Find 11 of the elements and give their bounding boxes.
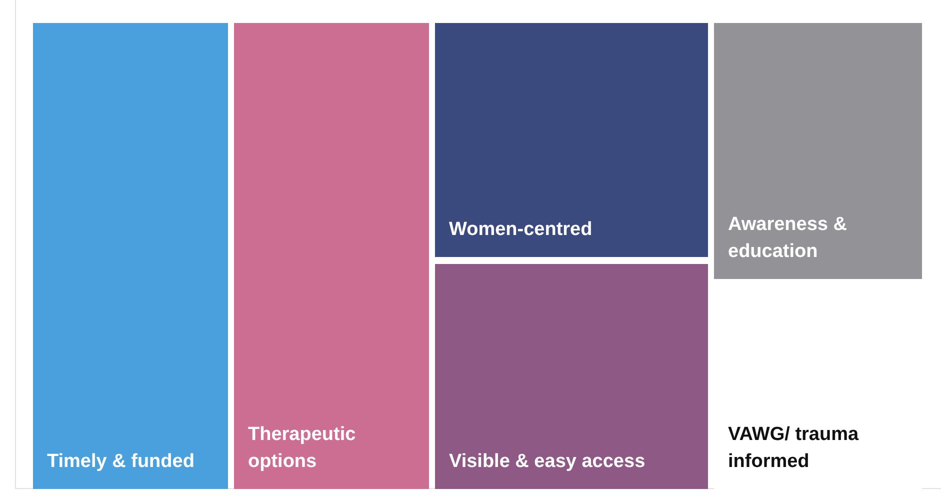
tile-label: Therapeutic options [248,423,357,474]
tile-label: Women-centred [449,218,594,242]
category-tile [435,264,708,489]
tile-label: Visible & easy access [449,450,646,474]
tile-label: Awareness & education [728,213,848,264]
category-tile [234,23,429,489]
category-tile [435,23,708,257]
tile-label: VAWG/ trauma informed [728,423,860,474]
category-tile [33,23,228,489]
tile-label: Timely & funded [47,450,196,474]
category-tile [714,23,922,279]
